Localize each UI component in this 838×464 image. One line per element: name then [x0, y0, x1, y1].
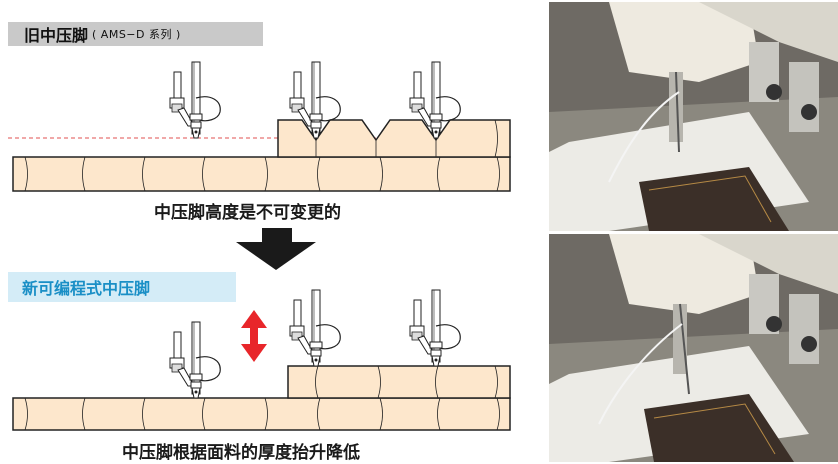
new-presser-foot-title: 新可编程式中压脚 — [22, 279, 151, 298]
fabric-base-layer-bottom — [12, 397, 511, 431]
machine-photo-bottom — [549, 234, 838, 462]
machine-photo-top — [549, 2, 838, 231]
fabric-upper-layer-top — [277, 119, 511, 158]
new-presser-foot-label: 新可编程式中压脚 — [8, 272, 236, 302]
presser-foot-old-1 — [169, 61, 221, 139]
old-presser-foot-series: ( AMS−D 系列 ) — [92, 28, 181, 41]
fabric-upper-layer-bottom — [287, 365, 511, 399]
presser-foot-new-3 — [409, 289, 461, 367]
old-presser-foot-title: 旧中压脚 — [24, 26, 89, 45]
presser-foot-diagram — [8, 61, 511, 431]
old-presser-foot-label: 旧中压脚 ( AMS−D 系列 ) — [8, 22, 263, 46]
red-up-down-arrow-icon — [241, 310, 267, 362]
new-caption: 中压脚根据面料的厚度抬升降低 — [122, 443, 360, 463]
old-caption: 中压脚高度是不可变更的 — [154, 203, 341, 223]
presser-foot-new-1 — [169, 321, 221, 399]
fabric-base-layer-top — [12, 156, 511, 192]
black-down-arrow-icon — [236, 228, 316, 270]
presser-foot-new-2 — [289, 289, 341, 367]
